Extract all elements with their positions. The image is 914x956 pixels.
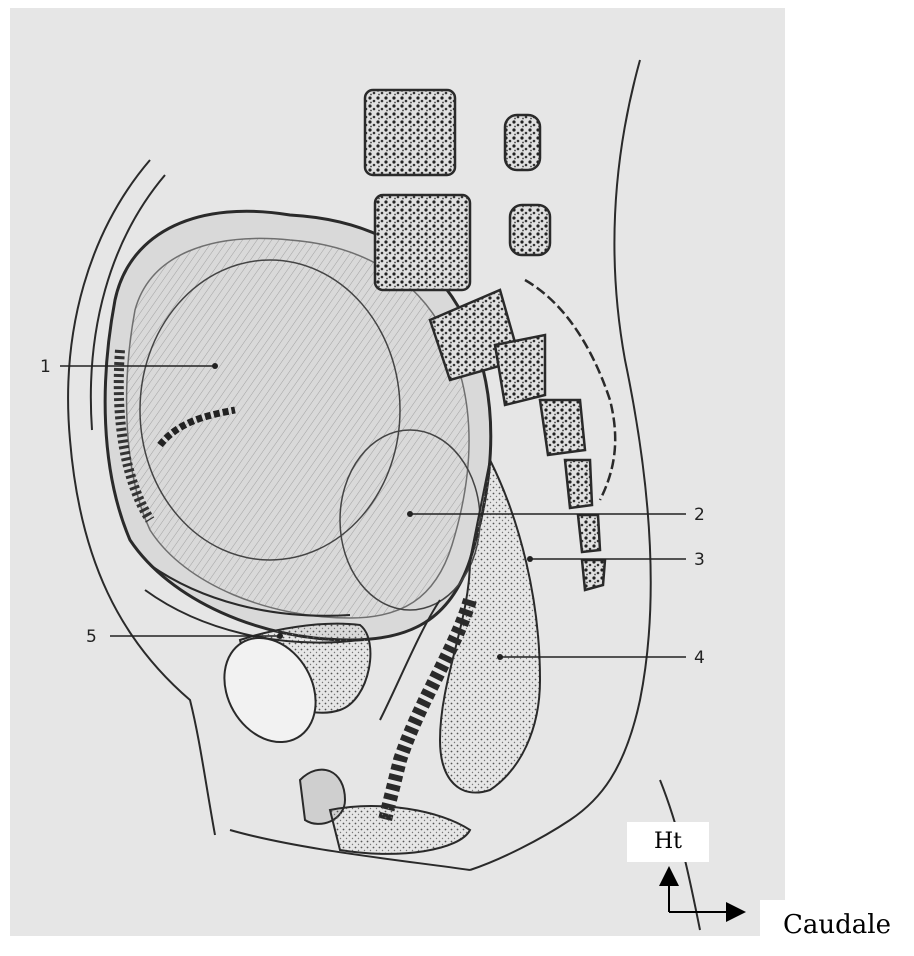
label-1: 1: [40, 357, 51, 377]
orientation-right-label: Caudale: [760, 900, 914, 950]
label-3: 3: [694, 550, 705, 570]
orientation-up-label: Ht: [627, 822, 709, 862]
label-2: 2: [694, 505, 705, 525]
label-5: 5: [86, 627, 97, 647]
label-4: 4: [694, 648, 705, 668]
